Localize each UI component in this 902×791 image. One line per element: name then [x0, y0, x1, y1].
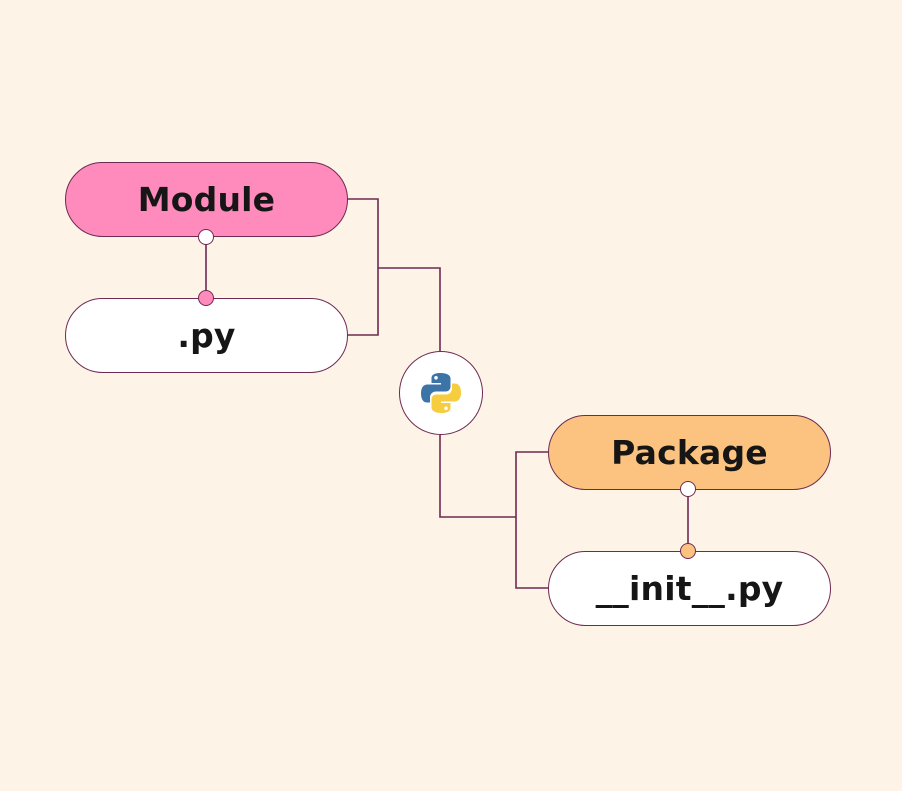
package-top-connector-dot	[680, 481, 696, 497]
package-bracket-line	[515, 451, 548, 589]
module-to-python-line	[378, 267, 441, 351]
module-file-label: .py	[177, 316, 236, 355]
module-bottom-connector-dot	[198, 290, 214, 306]
package-file-label: __init__.py	[595, 569, 784, 608]
module-bracket-line	[347, 198, 379, 336]
module-title-pill: Module	[65, 162, 348, 237]
package-file-pill: __init__.py	[548, 551, 831, 626]
module-file-pill: .py	[65, 298, 348, 373]
python-logo-badge	[399, 351, 483, 435]
python-to-package-line	[439, 435, 516, 518]
module-title-label: Module	[137, 180, 276, 219]
module-top-connector-dot	[198, 229, 214, 245]
package-bottom-connector-dot	[680, 543, 696, 559]
package-title-pill: Package	[548, 415, 831, 490]
python-logo-icon	[421, 373, 461, 413]
package-title-label: Package	[611, 433, 768, 472]
